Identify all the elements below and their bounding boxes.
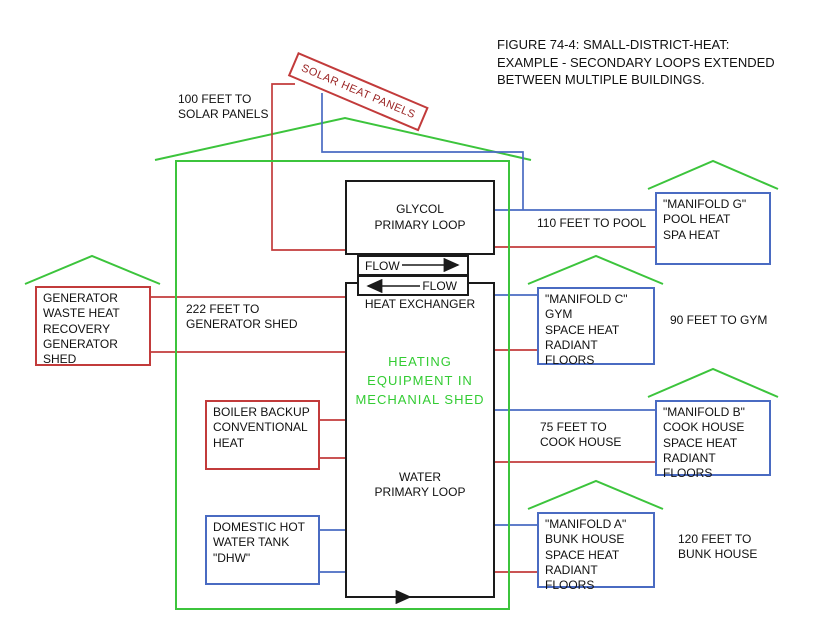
bunk-house-distance-label: 120 FEET TO BUNK HOUSE (678, 532, 758, 562)
heat-exchanger-label: HEAT EXCHANGER (364, 297, 476, 311)
gym-distance-label: 90 FEET TO GYM (670, 313, 768, 327)
water-loop-label: WATER PRIMARY LOOP (374, 470, 466, 500)
flow-box-bottom: FLOW (357, 275, 469, 296)
glycol-loop-label: GLYCOL PRIMARY LOOP (374, 202, 466, 232)
generator-shed-roof (24, 254, 161, 285)
manifold-b-roof (647, 367, 779, 398)
dhw-box: DOMESTIC HOT WATER TANK "DHW" (205, 515, 320, 585)
main-shed-roof (154, 116, 532, 161)
manifold-c-roof (527, 254, 664, 285)
manifold-a-box: "MANIFOLD A" BUNK HOUSE SPACE HEAT RADIA… (537, 512, 655, 592)
solar-return-pipe (321, 93, 524, 210)
manifold-g-roof (647, 159, 779, 190)
manifold-g-label: "MANIFOLD G" POOL HEAT SPA HEAT (663, 197, 747, 242)
generator-shed-label: GENERATOR WASTE HEAT RECOVERY GENERATOR … (43, 291, 120, 367)
manifold-a-label: "MANIFOLD A" BUNK HOUSE SPACE HEAT RADIA… (545, 517, 627, 593)
flow-top-label: FLOW (365, 259, 400, 273)
equipment-note: HEATING EQUIPMENT IN MECHANIAL SHED (355, 354, 485, 407)
water-loop-box (345, 282, 495, 598)
manifold-g-box: "MANIFOLD G" POOL HEAT SPA HEAT (655, 192, 771, 265)
pool-distance-label: 110 FEET TO POOL (537, 216, 647, 230)
manifold-b-label: "MANIFOLD B" COOK HOUSE SPACE HEAT RADIA… (663, 405, 745, 481)
dhw-label: DOMESTIC HOT WATER TANK "DHW" (213, 520, 305, 565)
manifold-a-roof (527, 479, 664, 510)
boiler-label: BOILER BACKUP CONVENTIONAL HEAT (213, 405, 310, 450)
boiler-box: BOILER BACKUP CONVENTIONAL HEAT (205, 400, 320, 470)
manifold-c-box: "MANIFOLD C" GYM SPACE HEAT RADIANT FLOO… (537, 287, 655, 367)
flow-box-top: FLOW (357, 255, 469, 276)
cook-house-distance-label: 75 FEET TO COOK HOUSE (540, 420, 622, 450)
figure-title: FIGURE 74-4: SMALL-DISTRICT-HEAT: EXAMPL… (497, 37, 775, 88)
manifold-c-label: "MANIFOLD C" GYM SPACE HEAT RADIANT FLOO… (545, 292, 628, 368)
manifold-b-box: "MANIFOLD B" COOK HOUSE SPACE HEAT RADIA… (655, 400, 771, 480)
flow-bottom-label: FLOW (422, 279, 457, 293)
solar-distance-label: 100 FEET TO SOLAR PANELS (178, 92, 269, 122)
solar-hot-pipe (271, 83, 345, 251)
generator-distance-label: 222 FEET TO GENERATOR SHED (186, 302, 298, 332)
generator-shed-box: GENERATOR WASTE HEAT RECOVERY GENERATOR … (35, 286, 151, 366)
glycol-loop-box: GLYCOL PRIMARY LOOP (345, 180, 495, 255)
